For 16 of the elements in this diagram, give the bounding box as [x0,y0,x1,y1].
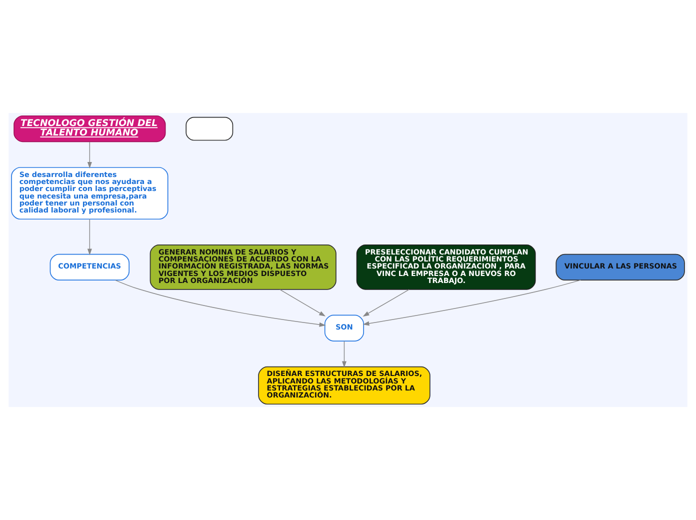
node-box: PRESELECCIONAR CANDIDATO CUMPLAN CON LAS POLÍTIC REQUERIMIENTOS ESPECIFICAD LA ORGANIZACION , PARA VINC LA EMPRESA O A NUEVOS RO TRABAJO. [356,244,536,290]
arrow [87,218,92,256]
arrow [87,142,92,168]
node-box: DISEÑAR ESTRUCTURAS DE SALARIOS, APLICANDO LAS METODOLOGÍAS Y ESTRATEGIAS ESTABLECIDAS POR LA ORGANIZACIÓN. [258,366,430,405]
node-box [186,116,234,141]
node-box: Se desarrolla diferentes competencias que nos ayudara a poder cumplir con las perceptivas que necesita una empresa,para poder tener un personal con calidad laboral y profesional. [11,167,168,220]
arrow [280,289,326,316]
node-box: COMPETENCIAS [50,254,130,280]
node-box: VINCULAR A LAS PERSONAS [556,254,685,280]
arrow [114,280,326,327]
node-box: TECNOLOGO GESTIÓN DEL TALENTO HUMANO [14,115,166,142]
node-box: GENERAR NOMINA DE SALARIOS Y COMPENSACIONES DE ACUERDO CON LA INFORMACIÓN REGISTRADA, LAS NORMAS VIGENTES Y LOS MEDIOS DISPUESTO POR LA ORGANIZACIÓN [150,244,336,290]
arrow [362,280,581,326]
arrow [362,289,410,317]
arrow [342,340,346,368]
node-box: SON [324,314,364,342]
